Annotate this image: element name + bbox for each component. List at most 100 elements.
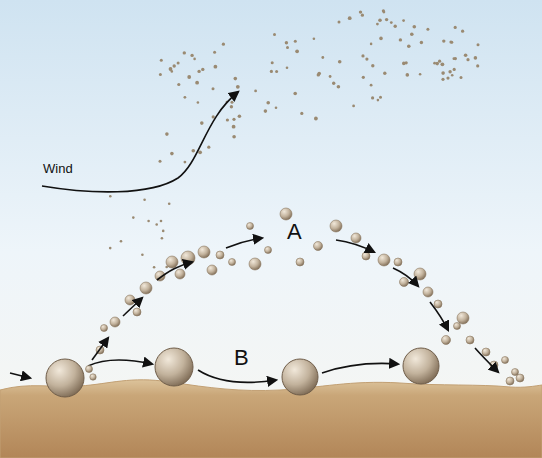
- particle: [265, 247, 272, 254]
- particle: [314, 117, 318, 121]
- particle: [125, 295, 135, 305]
- particle: [273, 33, 276, 36]
- particle: [229, 259, 236, 266]
- particle: [166, 256, 178, 268]
- particle: [410, 33, 414, 37]
- particle: [314, 242, 323, 251]
- particle: [361, 54, 364, 57]
- particle: [419, 73, 422, 76]
- particle: [338, 60, 342, 64]
- particle: [294, 40, 297, 43]
- particle: [402, 62, 406, 66]
- particle: [477, 43, 480, 46]
- particle: [175, 269, 185, 279]
- particle: [378, 18, 382, 22]
- particle: [407, 44, 411, 48]
- particle: [466, 336, 474, 344]
- particle: [238, 114, 242, 118]
- particle: [460, 76, 463, 79]
- particle: [280, 208, 292, 220]
- particle: [448, 70, 451, 73]
- particle: [195, 81, 199, 85]
- particle: [451, 74, 454, 77]
- particle: [207, 265, 217, 275]
- particle: [162, 230, 165, 233]
- particle: [441, 78, 444, 81]
- particle: [153, 266, 156, 269]
- particle: [454, 26, 457, 29]
- particle: [338, 20, 341, 23]
- particle: [236, 85, 240, 89]
- particle: [226, 118, 229, 121]
- particle: [383, 72, 386, 75]
- particle: [293, 92, 297, 96]
- particle: [183, 51, 186, 54]
- particle: [230, 105, 233, 108]
- particle: [390, 21, 393, 24]
- particle: [461, 30, 464, 33]
- particle: [147, 220, 150, 223]
- particle: [377, 99, 380, 102]
- particle: [264, 109, 268, 113]
- particle: [321, 56, 324, 59]
- particle: [442, 336, 451, 345]
- particle: [370, 43, 373, 46]
- creep-label: B: [234, 347, 249, 369]
- particle: [449, 40, 452, 43]
- particle: [171, 70, 174, 73]
- particle: [394, 258, 402, 266]
- particle: [159, 73, 162, 76]
- particle: [362, 252, 370, 260]
- particle: [222, 43, 225, 46]
- particle: [399, 38, 402, 41]
- particle: [329, 75, 332, 78]
- particle: [450, 41, 453, 44]
- particle: [216, 251, 224, 259]
- particle: [286, 46, 289, 49]
- particle: [442, 39, 445, 42]
- particle: [400, 278, 409, 287]
- particle: [197, 70, 200, 73]
- particle: [213, 51, 216, 54]
- particle: [120, 240, 123, 243]
- particle: [438, 60, 441, 63]
- particle: [109, 247, 112, 250]
- particle: [502, 357, 509, 364]
- particle: [266, 101, 270, 105]
- particle: [177, 62, 180, 65]
- particle: [212, 87, 215, 90]
- particle: [365, 58, 368, 61]
- particle: [385, 18, 388, 21]
- particle: [406, 73, 410, 77]
- particle: [359, 10, 362, 13]
- particle: [371, 64, 374, 67]
- particle: [446, 77, 449, 80]
- saltation-label: A: [287, 221, 302, 243]
- particle: [155, 223, 158, 226]
- particle: [413, 25, 417, 29]
- particle: [330, 220, 342, 232]
- particle: [198, 150, 202, 154]
- wind-label: Wind: [43, 162, 73, 175]
- particle: [184, 161, 187, 164]
- particle: [454, 323, 461, 330]
- particle: [143, 199, 146, 202]
- particle: [101, 325, 108, 332]
- particle: [434, 300, 442, 308]
- particle: [193, 58, 196, 61]
- particle: [453, 68, 456, 71]
- particle: [457, 312, 469, 324]
- particle: [140, 282, 152, 294]
- particle: [482, 348, 490, 356]
- particle: [133, 308, 141, 316]
- particle: [466, 58, 469, 61]
- particle: [348, 16, 352, 20]
- particle: [271, 61, 274, 64]
- particle: [231, 101, 234, 104]
- particle: [286, 66, 289, 69]
- particle: [207, 146, 210, 149]
- particle: [433, 62, 436, 65]
- particle: [177, 83, 180, 86]
